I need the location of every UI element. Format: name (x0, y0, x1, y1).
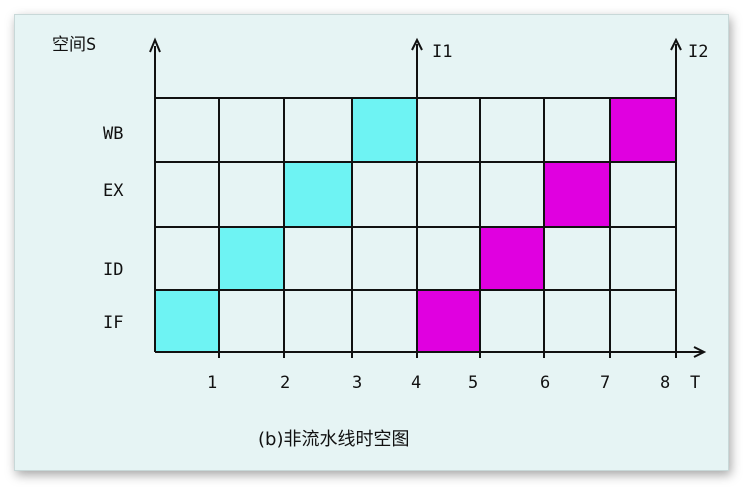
cell-i1-id-t2 (219, 227, 284, 290)
y-axis-label: 空间S (52, 35, 96, 55)
x-axis-arrow (693, 346, 707, 358)
cell-i2-if-t5 (417, 290, 480, 352)
stage-label-ex: EX (103, 181, 124, 201)
x-axis-label: T (690, 373, 700, 393)
time-tick-3: 3 (352, 373, 362, 393)
cell-i2-id-t6 (480, 227, 544, 290)
marker-i2-label: I2 (688, 42, 708, 62)
marker-i1-label: I1 (432, 42, 452, 62)
cell-i1-ex-t3 (284, 162, 352, 227)
stage-label-id: ID (103, 260, 123, 280)
y-axis-arrow (149, 37, 161, 53)
marker-i1-arrow (411, 37, 423, 51)
time-tick-1: 1 (207, 373, 217, 393)
time-tick-6: 6 (540, 373, 550, 393)
stage-label-if: IF (103, 313, 123, 333)
time-tick-8: 8 (660, 373, 670, 393)
time-tick-5: 5 (468, 373, 478, 393)
cell-layer (155, 98, 676, 352)
cell-i1-if-t1 (155, 290, 219, 352)
axes (149, 37, 707, 358)
cell-i2-ex-t7 (544, 162, 610, 227)
time-tick-2: 2 (280, 373, 290, 393)
marker-i2-arrow (670, 37, 682, 51)
stage-label-wb: WB (103, 124, 123, 144)
time-tick-4: 4 (411, 373, 421, 393)
caption: (b)非流水线时空图 (258, 429, 409, 450)
time-tick-7: 7 (600, 373, 610, 393)
cell-i2-wb-t8 (610, 98, 676, 162)
cell-i1-wb-t4 (352, 98, 417, 162)
